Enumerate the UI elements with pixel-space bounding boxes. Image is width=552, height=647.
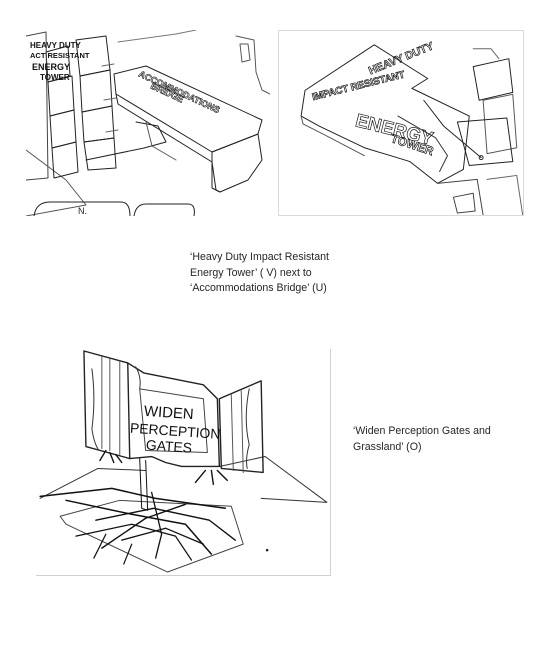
tower-bridge-sketch-left: HEAVY DUTY ACT RESISTANT ENERGY TOWER AC… <box>26 30 270 216</box>
right-sign-line2: IMPACT RESISTANT <box>311 69 406 103</box>
gates-sign-line2: PERCEPTION <box>130 420 221 442</box>
perception-gates-drawing: WIDEN PERCEPTION GATES <box>39 350 328 573</box>
caption-line: Energy Tower’ ( V) next to <box>190 266 312 279</box>
figure-caption-perception-gates: ‘Widen Perception Gates and Grassland’ (… <box>353 424 523 455</box>
tower-bridge-drawing: HEAVY DUTY ACT RESISTANT ENERGY TOWER AC… <box>26 30 270 216</box>
left-sign-line3: ENERGY <box>32 62 70 72</box>
caption-line: ‘Accommodations Bridge’ (U) <box>190 282 327 294</box>
left-sign-line2: ACT RESISTANT <box>30 51 90 60</box>
perception-gates-sketch: WIDEN PERCEPTION GATES <box>36 349 331 576</box>
caption-line: Grassland’ (O) <box>353 440 422 453</box>
gates-sign-line3: GATES <box>145 437 192 456</box>
gates-sign-line1: WIDEN <box>143 403 194 423</box>
tower-sign-sketch-right: HEAVY DUTY IMPACT RESISTANT ENERGY TOWER <box>278 30 524 216</box>
ground-letter: N. <box>78 206 87 216</box>
figure-caption-tower-bridge: ‘Heavy Duty Impact Resistant Energy Towe… <box>190 250 360 297</box>
caption-line: ‘Widen Perception Gates and <box>353 425 491 437</box>
left-sign-line4: TOWER <box>40 73 70 82</box>
caption-line: ‘Heavy Duty Impact Resistant <box>190 251 329 263</box>
tower-sign-drawing: HEAVY DUTY IMPACT RESISTANT ENERGY TOWER <box>300 40 523 215</box>
left-sign-line1: HEAVY DUTY <box>30 41 81 50</box>
